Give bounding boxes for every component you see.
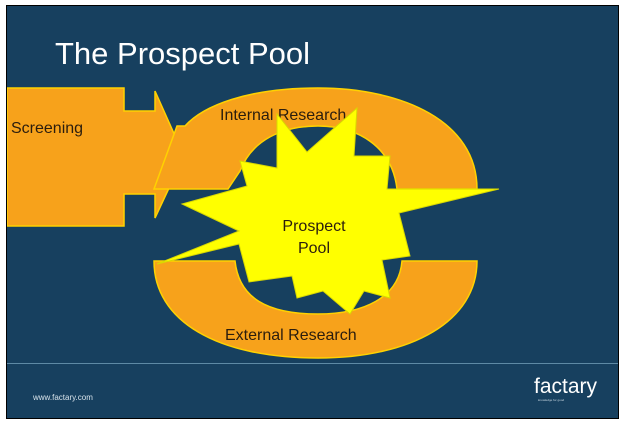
footer-divider [7, 363, 618, 364]
factary-logo: factary knowledge for good [534, 375, 602, 403]
logo-tagline: knowledge for good [538, 398, 565, 402]
prospect-pool-burst [156, 106, 500, 315]
prospect-pool-label-line1: Prospect [282, 218, 346, 235]
slide-title: The Prospect Pool [55, 36, 311, 71]
prospect-pool-diagram: Screening Internal Research External Res… [7, 87, 500, 359]
internal-research-label: Internal Research [220, 107, 346, 124]
screening-arrow [7, 87, 185, 227]
external-research-label: External Research [225, 327, 357, 344]
slide: The Prospect Pool Screening Internal Res… [6, 5, 619, 419]
screening-label: Screening [11, 120, 83, 137]
prospect-pool-label-line2: Pool [298, 240, 330, 257]
logo-wordmark: factary [534, 375, 598, 398]
external-research-arrow [153, 260, 478, 359]
footer-url: www.factary.com [33, 393, 93, 402]
